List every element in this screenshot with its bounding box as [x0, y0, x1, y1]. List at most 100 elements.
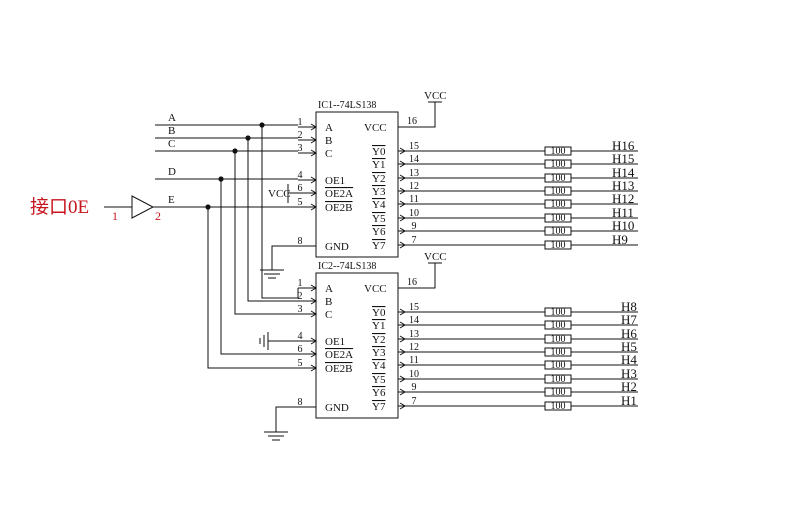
- pin-arrow: [310, 176, 317, 184]
- output-arrow: [399, 388, 406, 396]
- buffer-triangle: [131, 195, 155, 219]
- output-label: Y7: [372, 401, 386, 413]
- vcc-pin-label: VCC: [364, 283, 387, 295]
- net-label: H13: [612, 178, 634, 193]
- pin-label: OE2A: [325, 188, 353, 200]
- pin-arrow: [310, 310, 317, 318]
- signal-label: E: [168, 194, 175, 206]
- pin-arrow: [310, 149, 317, 157]
- signal-label: A: [168, 112, 176, 124]
- output-label: Y4: [372, 199, 386, 211]
- resistor: [544, 320, 572, 330]
- pin-number: 4: [298, 170, 303, 181]
- pin-arrow: [310, 284, 317, 292]
- buffer-pin-out: 2: [155, 209, 161, 223]
- output-arrow: [399, 200, 406, 208]
- output-arrow: [399, 227, 406, 235]
- pin-label: B: [325, 135, 332, 147]
- resistor-value: 100: [551, 213, 566, 224]
- resistor-value: 100: [551, 240, 566, 251]
- output-label: Y5: [372, 374, 386, 386]
- output-label: Y2: [372, 334, 385, 346]
- pin-number: 11: [409, 194, 419, 205]
- junction-dot: [259, 122, 265, 128]
- vcc-pin-label: VCC: [364, 122, 387, 134]
- b-to-ic2: [247, 138, 298, 302]
- output-arrow: [399, 187, 406, 195]
- output-label: Y6: [372, 387, 386, 399]
- resistor: [544, 173, 572, 183]
- resistor: [544, 401, 572, 411]
- output-arrow: [399, 361, 406, 369]
- resistor-value: 100: [551, 186, 566, 197]
- output-label: Y3: [372, 347, 386, 359]
- net-label: H3: [621, 366, 637, 381]
- ic-body-1: [315, 111, 399, 258]
- pin-label: OE2B: [325, 363, 353, 375]
- pin-number: 5: [298, 197, 303, 208]
- resistor: [544, 240, 572, 250]
- signal-label: D: [168, 166, 176, 178]
- net-label: H14: [612, 165, 635, 180]
- resistor-value: 100: [551, 387, 566, 398]
- net-label: H16: [612, 138, 635, 153]
- pin-number: 2: [298, 130, 303, 141]
- net-label: H5: [621, 339, 637, 354]
- c-to-ic2: [234, 151, 298, 315]
- pin-number: 8: [298, 236, 303, 247]
- resistor: [544, 199, 572, 209]
- resistor-value: 100: [551, 374, 566, 385]
- pin-number: 16: [407, 116, 417, 127]
- resistor-value: 100: [551, 199, 566, 210]
- output-arrow: [399, 321, 406, 329]
- net-label: H2: [621, 379, 637, 394]
- resistor-value: 100: [551, 307, 566, 318]
- input-label: 接口0E: [30, 196, 89, 218]
- resistor-value: 100: [551, 401, 566, 412]
- pin-number: 1: [298, 117, 303, 128]
- net-label: H7: [621, 312, 637, 327]
- output-arrow: [399, 308, 406, 316]
- net-label: H4: [621, 352, 637, 367]
- resistor: [544, 159, 572, 169]
- pin-number: 15: [409, 141, 419, 152]
- resistor: [544, 387, 572, 397]
- output-arrow: [399, 174, 406, 182]
- output-arrow: [399, 335, 406, 343]
- resistor: [544, 186, 572, 196]
- pin-number: 4: [298, 331, 303, 342]
- pin-arrow: [310, 364, 317, 372]
- net-label: H15: [612, 151, 634, 166]
- pin-number: 7: [412, 396, 417, 407]
- buffer-pin-in: 1: [112, 209, 118, 223]
- net-label: H8: [621, 299, 637, 314]
- resistor-value: 100: [551, 347, 566, 358]
- pin-number: 14: [409, 315, 419, 326]
- output-arrow: [399, 402, 406, 410]
- output-arrow: [399, 348, 406, 356]
- net-label: H11: [612, 205, 634, 220]
- pin-arrow: [310, 189, 317, 197]
- pin-number: 10: [409, 369, 419, 380]
- resistor-value: 100: [551, 320, 566, 331]
- pin-number: 15: [409, 302, 419, 313]
- net-label: H6: [621, 326, 637, 341]
- resistor: [544, 307, 572, 317]
- output-label: Y4: [372, 360, 386, 372]
- pin-label: C: [325, 309, 332, 321]
- pin-number: 3: [298, 304, 303, 315]
- output-label: Y1: [372, 320, 385, 332]
- output-label: Y6: [372, 226, 386, 238]
- pin-number: 9: [412, 221, 417, 232]
- signal-label: C: [168, 138, 175, 150]
- resistor-value: 100: [551, 173, 566, 184]
- output-arrow: [399, 147, 406, 155]
- pin-label: OE1: [325, 175, 345, 187]
- vcc-wire: [398, 102, 436, 128]
- pin-number: 11: [409, 355, 419, 366]
- gnd-wire: [271, 245, 298, 270]
- pin-arrow: [310, 350, 317, 358]
- pin-number: 14: [409, 154, 419, 165]
- resistor: [544, 213, 572, 223]
